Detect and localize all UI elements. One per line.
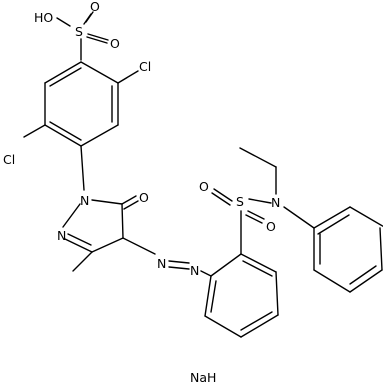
- label-sulfonamide-sulfur: S: [236, 194, 244, 209]
- label-oxygen-top-b: O: [110, 36, 120, 51]
- bond-ring1-d-double: [49, 121, 82, 141]
- bond-ring2-b-double: [242, 260, 273, 277]
- bond-ring2-d-double: [240, 311, 273, 331]
- bond-ring2-e: [204, 315, 242, 338]
- bond-cl-left: [23, 124, 46, 138]
- bond-cl-right: [117, 70, 139, 84]
- bond-ring3-d-double: [349, 265, 377, 285]
- bond-ring2-b: [240, 253, 277, 273]
- label-nitrogen-ring-top: N: [80, 193, 89, 208]
- bond-azo-double: [168, 266, 190, 270]
- bonds: [23, 11, 383, 338]
- bond-c4-c5: [121, 203, 124, 239]
- bond-c5-o: [121, 195, 137, 205]
- bond-n2-c3: [64, 238, 93, 253]
- bond-ring2-c: [275, 271, 279, 316]
- bond-ring3-d: [349, 269, 383, 293]
- label-sulfur-top: S: [75, 24, 83, 39]
- bond-ring1-a: [80, 61, 119, 84]
- bond-ring3-a-double: [317, 214, 350, 235]
- label-sulfonamide-oxygen-left: O: [199, 179, 209, 194]
- bond-n-ethyl-2: [239, 147, 277, 168]
- bond-s-o-bottom: [247, 210, 265, 220]
- bond-s-o-right-double: [86, 36, 108, 44]
- bond-ring3-a: [313, 206, 351, 229]
- atom-labels: HO S O O Cl Cl N N O N N O S O N NaH: [3, 0, 280, 385]
- label-chlorine-right: Cl: [139, 59, 151, 74]
- bond-s-o-top-double: [83, 13, 92, 25]
- bond-ring3-e: [313, 269, 351, 293]
- bond-ring1-f-double: [49, 67, 82, 87]
- bond-n-ring2: [200, 270, 212, 277]
- bond-ring1-c: [80, 124, 119, 147]
- bond-c5-n1: [91, 199, 123, 205]
- label-counterion: NaH: [190, 370, 216, 385]
- bond-s-o-left-double: [211, 192, 231, 206]
- label-sulfonamide-oxygen-bottom: O: [266, 219, 276, 234]
- bond-ring1-f: [44, 61, 82, 84]
- bond-s-o-right: [87, 33, 109, 41]
- bond-s-n: [248, 198, 272, 204]
- bond-c3-methyl: [72, 251, 93, 272]
- bond-ring2-f: [204, 275, 212, 317]
- bond-ring3-c: [379, 227, 383, 271]
- bond-ring3-b: [349, 206, 383, 228]
- label-carbonyl-oxygen: O: [139, 190, 149, 205]
- bond-ring2-a: [210, 253, 242, 277]
- label-azo-nitrogen-b: N: [190, 263, 199, 278]
- bond-c4-n: [122, 237, 156, 255]
- bond-s-o-bottom-double: [245, 214, 263, 224]
- label-sulfonamide-nitrogen: N: [271, 195, 280, 210]
- label-azo-nitrogen-a: N: [157, 256, 166, 271]
- bond-ring2-d: [240, 314, 279, 338]
- bond-ring1-n: [80, 145, 85, 191]
- bond-c5-o-double: [123, 200, 139, 210]
- bond-azo: [168, 260, 190, 264]
- label-oxygen-top-a: O: [90, 0, 100, 14]
- bond-c3-c4: [91, 237, 124, 253]
- label-hydroxyl: HO: [34, 10, 53, 25]
- bond-n1-n2: [62, 203, 81, 228]
- bond-n-phenyl: [283, 206, 315, 229]
- bond-ring1-d: [44, 124, 82, 147]
- bond-ring2-f-double: [210, 280, 217, 313]
- bond-ho-s: [56, 17, 71, 27]
- label-nitrogen-ring-left: N: [57, 228, 66, 243]
- label-chlorine-left: Cl: [3, 152, 15, 167]
- bond-s-o-left: [213, 188, 233, 202]
- bond-n2-c3-double: [67, 233, 92, 246]
